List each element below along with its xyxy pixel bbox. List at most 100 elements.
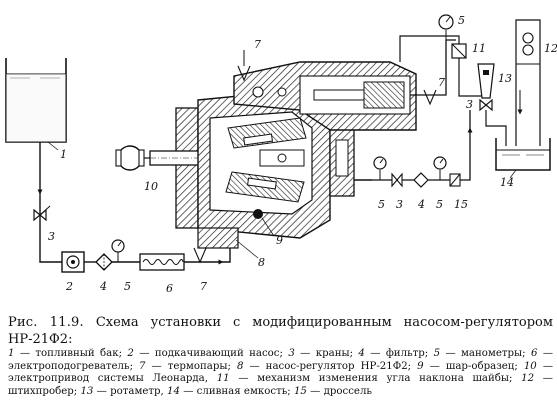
legend-text: — сливная емкость; [180, 385, 294, 397]
heater-icon [139, 253, 185, 271]
legend-text: — штихпробер; [8, 373, 553, 397]
figure-caption: Рис. 11.9. Схема установки с модифициров… [8, 314, 553, 348]
legend-number: 1 [8, 348, 15, 359]
boost-pump-icon [61, 251, 85, 273]
callout-10: 10 [144, 180, 158, 193]
figure-legend: 1 — топливный бак; 2 — подкачивающий нас… [8, 348, 553, 398]
pump-regulator-body [149, 89, 372, 249]
legend-item: 7 — термопары; [139, 361, 237, 372]
legend-text: — дроссель [306, 385, 372, 397]
callout-4-mid: 4 [417, 198, 425, 211]
legend-text: — шар-образец; [423, 360, 524, 372]
callout-5: 5 [124, 280, 131, 293]
legend-item: 12 — штихпробер; [8, 373, 553, 397]
legend-item: 4 — фильтр; [358, 348, 433, 359]
legend-item: 9 — шар-образец; [417, 361, 524, 372]
legend-text: — насос-регулятор НР-21Ф2; [243, 360, 418, 372]
valve-icon [33, 205, 51, 222]
valve-right-icon [479, 98, 493, 112]
legend-number: 13 [80, 385, 94, 397]
callout-3-right: 3 [466, 98, 473, 111]
filter-mid-icon [413, 172, 429, 188]
legend-text: — фильтр; [364, 348, 434, 359]
legend-number: 3 [288, 348, 295, 359]
legend-text: — топливный бак; [14, 348, 128, 359]
legend-number: 11 [216, 373, 230, 385]
legend-number: 6 [530, 348, 538, 359]
legend-text: — краны; [294, 348, 359, 359]
legend-number: 5 [433, 348, 441, 359]
callout-1: 1 [60, 148, 67, 161]
upper-return-line [428, 39, 456, 96]
swash-angle-mechanism [233, 61, 428, 131]
valve-mid-icon [391, 172, 403, 188]
rotameter-icon [477, 63, 495, 99]
legend-item: 13 — ротаметр, [80, 386, 167, 397]
callout-2: 2 [65, 280, 73, 293]
mechanism-box-icon [451, 43, 467, 59]
legend-item: 11 — механизм изменения угла наклона шай… [217, 373, 521, 384]
callout-7-right: 7 [438, 76, 445, 89]
legend-text: — термопары; [145, 360, 237, 372]
figure-label: Рис. 11.9. [8, 315, 84, 330]
fuel-tank-icon [5, 58, 67, 143]
legend-number: 12 [521, 373, 535, 385]
callout-12: 12 [544, 42, 557, 55]
callout-labels: 1 2 3 4 5 6 7 7 7 8 9 10 11 12 13 3 14 5… [47, 14, 557, 295]
supply-line [39, 142, 62, 263]
legend-item: 14 — сливная емкость; [167, 386, 294, 397]
figure-title: Схема установки с модифицированным насос… [8, 315, 553, 347]
legend-text: — подкачивающий насос; [133, 348, 289, 359]
sampler-icon [515, 19, 541, 146]
legend-text: — манометры; [440, 348, 531, 359]
callout-4: 4 [99, 280, 107, 293]
mechanism-out-line [458, 58, 486, 97]
legend-item: 3 — краны; [288, 348, 358, 359]
callout-5-top: 5 [458, 14, 465, 27]
pressure-gauge-top-icon [438, 14, 454, 40]
legend-item: 5 — манометры; [434, 348, 531, 359]
legend-text: — механизм изменения угла наклона шайбы; [229, 373, 522, 385]
legend-number: 9 [417, 360, 424, 372]
callout-8: 8 [258, 256, 265, 269]
callout-6: 6 [166, 282, 173, 295]
mechanism-feed-line [399, 35, 460, 62]
legend-number: 15 [293, 385, 307, 397]
test-rig-diagram: 1 2 3 4 5 6 7 7 7 8 9 10 11 12 13 3 14 5… [5, 14, 557, 295]
throttle-icon [449, 173, 461, 187]
legend-text: — электропривод системы Леонарда, [8, 360, 554, 385]
legend-item: 10 — электропривод системы Леонарда, [8, 361, 553, 385]
callout-11: 11 [472, 42, 486, 55]
filter-icon [95, 253, 113, 271]
callout-15: 15 [454, 198, 468, 211]
legend-number: 4 [358, 348, 365, 359]
callout-3: 3 [48, 230, 55, 243]
legend-item: 6 — электроподогреватель; [8, 348, 553, 372]
pressure-gauge-right-icon [433, 156, 447, 180]
thermocouple-icon [193, 247, 207, 264]
legend-item: 1 — топливный бак; [8, 348, 127, 359]
legend-item: 8 — насос-регулятор НР-21Ф2; [237, 361, 417, 372]
legend-number: 8 [236, 360, 244, 372]
legend-text: — ротаметр, [93, 385, 168, 397]
callout-5-right: 5 [436, 198, 443, 211]
legend-number: 10 [523, 360, 537, 372]
legend-number: 7 [139, 360, 146, 372]
legend-item: 15 — дроссель [294, 386, 372, 397]
callout-14: 14 [500, 176, 514, 189]
callout-9: 9 [276, 234, 283, 247]
callout-3-mid: 3 [396, 198, 403, 211]
pressure-gauge-mid-icon [373, 156, 387, 180]
legend-number: 14 [167, 385, 181, 397]
callout-13: 13 [498, 72, 512, 85]
callout-7: 7 [200, 280, 207, 293]
pressure-gauge-icon [111, 239, 125, 262]
callout-7-top: 7 [254, 38, 261, 51]
rotameter-to-drain [485, 110, 507, 146]
callout-5-mid: 5 [378, 198, 385, 211]
drain-tank-icon [495, 138, 551, 171]
legend-text: — электроподогреватель; [8, 348, 554, 372]
legend-item: 2 — подкачивающий насос; [127, 348, 288, 359]
thermocouple-right-icon [423, 89, 437, 106]
thermocouple-top-icon [237, 65, 251, 82]
